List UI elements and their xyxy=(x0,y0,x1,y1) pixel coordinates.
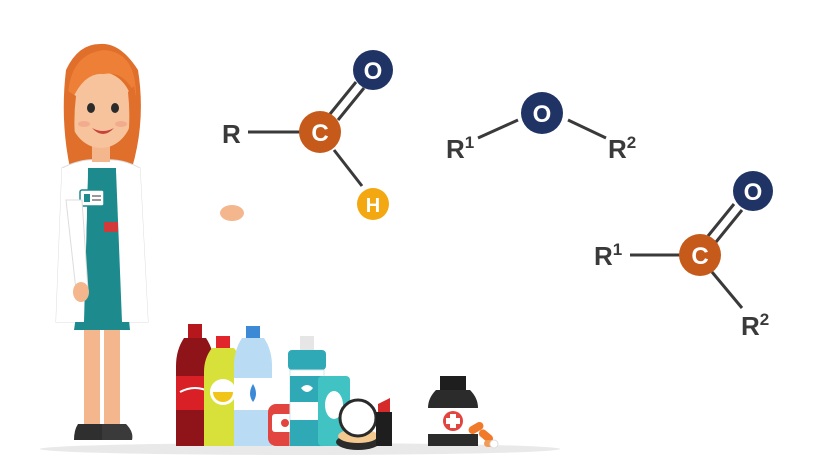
aldehyde-oxygen-atom xyxy=(353,50,393,90)
scientist-woman-icon xyxy=(55,43,149,440)
ketone-carbon-atom xyxy=(679,234,721,276)
ketone-r1-label: R1 xyxy=(594,240,622,271)
ether-r2-superscript: 2 xyxy=(627,133,636,152)
compact-mirror-icon xyxy=(336,398,380,450)
lipstick-icon xyxy=(376,398,392,446)
aldehyde-oxygen-label: O xyxy=(364,58,383,85)
hand-icon xyxy=(220,205,244,221)
water-bottle-icon xyxy=(234,326,272,446)
ketone-bond-c-o-2 xyxy=(714,209,744,243)
ketone-structure: R1 C O R2 xyxy=(594,171,773,341)
aldehyde-bond-c-o-2 xyxy=(336,87,366,121)
ketone-bond-c-o-1 xyxy=(706,203,736,237)
aldehyde-carbon-label: C xyxy=(311,120,328,147)
juice-bottle-icon xyxy=(204,336,242,446)
ketone-r2-label: R2 xyxy=(741,310,769,341)
medicine-bottle-icon xyxy=(428,376,478,446)
aldehyde-bond-c-o-1 xyxy=(328,81,358,115)
ketone-r2-superscript: 2 xyxy=(760,310,769,329)
ether-r1-superscript: 1 xyxy=(465,133,474,152)
ether-bond-r1-o xyxy=(477,118,519,140)
aldehyde-bond-c-h xyxy=(332,149,364,187)
ketone-r1-superscript: 1 xyxy=(613,240,622,259)
ether-bond-o-r2 xyxy=(567,118,607,140)
ether-oxygen-label: O xyxy=(533,101,552,128)
ketone-oxygen-atom xyxy=(733,171,773,211)
ketone-oxygen-label: O xyxy=(744,179,763,206)
ketone-bond-c-r2 xyxy=(710,271,744,309)
pills-icon xyxy=(468,422,499,449)
ether-oxygen-atom xyxy=(521,92,563,134)
ether-structure: R1 O R2 xyxy=(446,92,636,164)
ether-r1-label: R1 xyxy=(446,133,474,164)
ether-r2-label: R2 xyxy=(608,133,636,164)
aldehyde-structure: R C O H xyxy=(222,50,393,220)
ketone-carbon-label: C xyxy=(691,243,708,270)
aldehyde-hydrogen-atom xyxy=(357,188,389,220)
aldehyde-hydrogen-label: H xyxy=(366,195,380,217)
aldehyde-carbon-atom xyxy=(299,111,341,153)
aldehyde-r-label: R xyxy=(222,119,241,149)
